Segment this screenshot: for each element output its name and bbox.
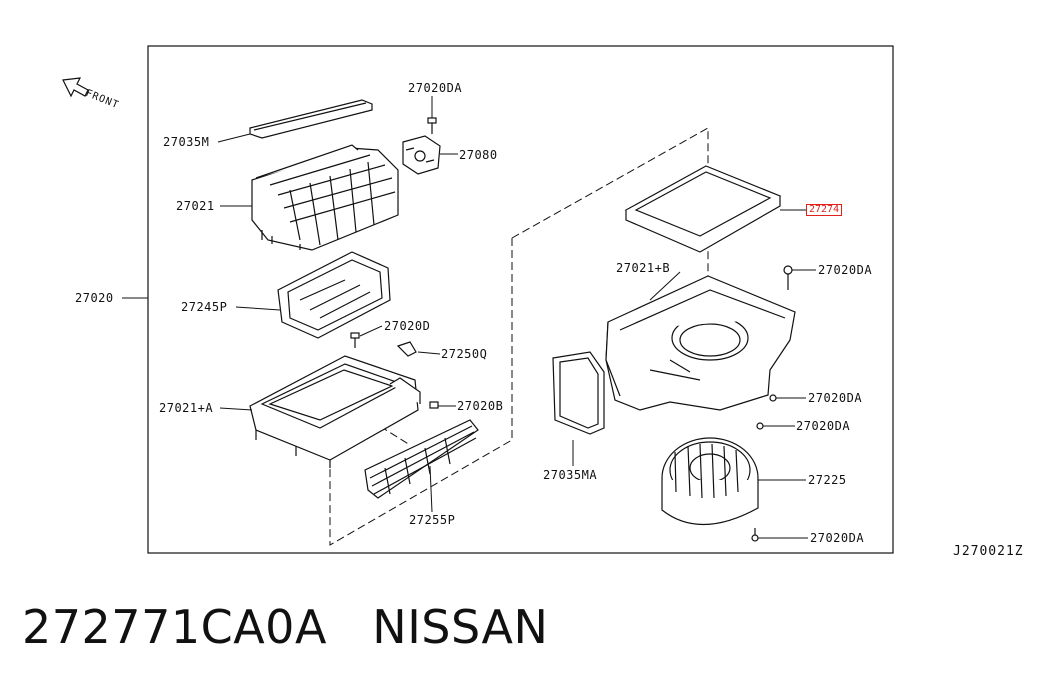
seal-strip-27035m <box>249 99 373 139</box>
mesh-27255p <box>364 419 479 499</box>
label-27245p[interactable]: 27245P <box>181 300 228 314</box>
caption: 272771CA0A NISSAN <box>22 600 548 654</box>
screw-27020da-r1 <box>783 265 793 290</box>
diagram-frame <box>147 45 894 554</box>
actuator-27080 <box>402 135 441 175</box>
label-27250q[interactable]: 27250Q <box>441 347 488 361</box>
upper-case-27021 <box>251 144 399 251</box>
cabin-filter-27274 <box>624 165 782 253</box>
blower-housing-27021b <box>605 275 796 411</box>
screw-27020da-r3 <box>756 422 764 430</box>
label-27020b[interactable]: 27020B <box>457 399 504 413</box>
label-27274-highlighted[interactable]: 27274 <box>806 204 843 216</box>
label-27020da-r2[interactable]: 27020DA <box>808 391 863 405</box>
screw-27020da-r4 <box>751 528 759 542</box>
label-27080[interactable]: 27080 <box>459 148 498 162</box>
diagram-code: J270021Z <box>953 544 1024 559</box>
blower-motor-27225 <box>661 437 759 526</box>
seal-27245p <box>277 251 391 339</box>
screw-27020d <box>350 332 360 348</box>
caption-spacer <box>327 600 372 654</box>
label-27020d[interactable]: 27020D <box>384 319 431 333</box>
leader-lines <box>122 96 816 539</box>
label-27021a[interactable]: 27021+A <box>159 401 214 415</box>
clip-27020b <box>429 401 439 409</box>
front-arrow-icon <box>62 77 89 98</box>
gasket-27035ma <box>552 351 605 435</box>
label-27035ma[interactable]: 27035MA <box>543 468 598 482</box>
caption-part-number: 272771CA0A <box>22 600 327 654</box>
label-27021b[interactable]: 27021+B <box>616 261 671 275</box>
label-27255p[interactable]: 27255P <box>409 513 456 527</box>
lower-case-27021a <box>249 355 421 468</box>
sensor-27250q <box>396 341 417 357</box>
screw-27020da-r2 <box>769 394 777 402</box>
screw-27020da-top <box>427 117 437 134</box>
label-27020da-r1[interactable]: 27020DA <box>818 263 873 277</box>
label-27020da-r3[interactable]: 27020DA <box>796 419 851 433</box>
caption-brand: NISSAN <box>372 600 549 654</box>
label-27225[interactable]: 27225 <box>808 473 847 487</box>
label-27035m[interactable]: 27035M <box>163 135 210 149</box>
label-27020da-top[interactable]: 27020DA <box>408 81 463 95</box>
label-27021[interactable]: 27021 <box>176 199 215 213</box>
label-27020[interactable]: 27020 <box>75 291 114 305</box>
label-27020da-r4[interactable]: 27020DA <box>810 531 865 545</box>
